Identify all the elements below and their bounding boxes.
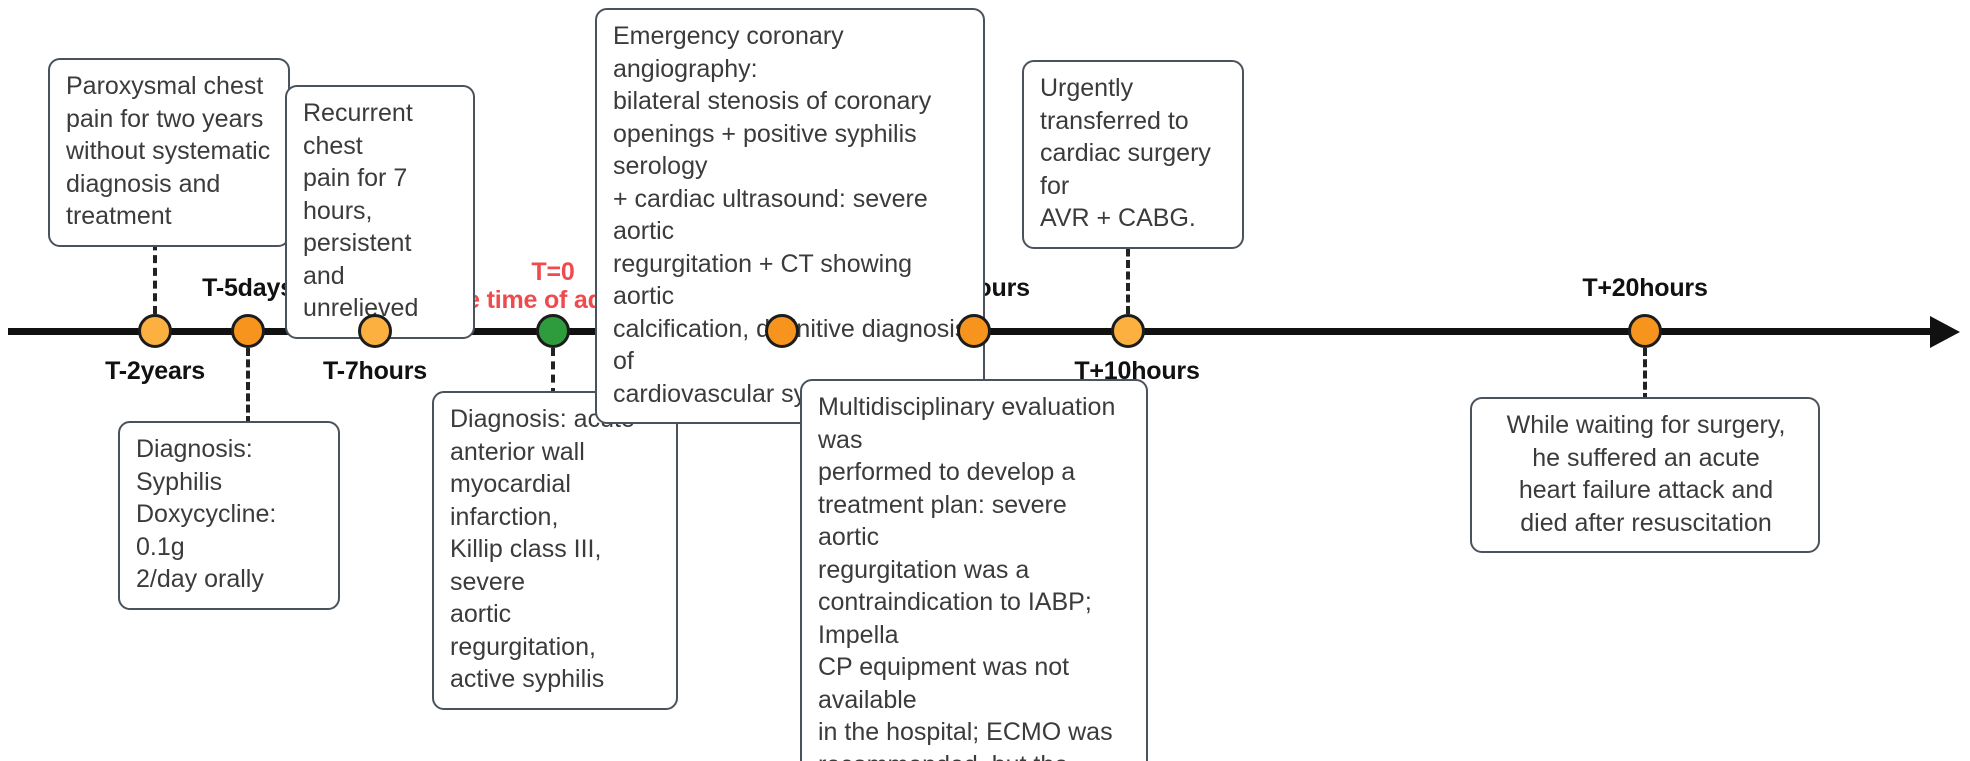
node-t-minus-7hours[interactable] bbox=[358, 314, 392, 348]
callout-t-minus-2years: Paroxysmal chest pain for two years with… bbox=[48, 58, 290, 247]
node-t-zero[interactable] bbox=[536, 314, 570, 348]
connector-t-plus-10hours bbox=[1126, 191, 1130, 314]
timeline-arrow-icon bbox=[1930, 316, 1960, 348]
time-label-t-plus-20hours: T+20hours bbox=[1582, 274, 1708, 302]
node-t-plus-10hours[interactable] bbox=[1111, 314, 1145, 348]
node-t-plus-20hours[interactable] bbox=[1628, 314, 1662, 348]
node-t-plus-7hours[interactable] bbox=[957, 314, 991, 348]
connector-t-minus-2years bbox=[153, 217, 157, 314]
callout-t-plus-7hours: Multidisciplinary evaluation was perform… bbox=[800, 379, 1148, 761]
node-t-minus-2years[interactable] bbox=[138, 314, 172, 348]
node-t-minus-5days[interactable] bbox=[231, 314, 265, 348]
connector-t-plus-20hours bbox=[1643, 348, 1647, 401]
time-label-t-minus-7hours: T-7hours bbox=[323, 357, 427, 385]
callout-t-minus-5days: Diagnosis: Syphilis Doxycycline: 0.1g 2/… bbox=[118, 421, 340, 610]
connector-t-zero bbox=[551, 348, 555, 396]
callout-t-zero: Diagnosis: acute anterior wall myocardia… bbox=[432, 391, 678, 710]
callout-t-plus-5hours: Emergency coronary angiography: bilatera… bbox=[595, 8, 985, 424]
time-label-t-minus-2years: T-2years bbox=[105, 357, 205, 385]
callout-t-plus-10hours: Urgently transferred to cardiac surgery … bbox=[1022, 60, 1244, 249]
time-label-t-zero-line1: T=0 bbox=[531, 258, 575, 286]
node-t-plus-5hours[interactable] bbox=[765, 314, 799, 348]
callout-t-plus-20hours: While waiting for surgery, he suffered a… bbox=[1470, 397, 1820, 553]
time-label-t-minus-5days: T-5days bbox=[202, 274, 294, 302]
connector-t-minus-5days bbox=[246, 348, 250, 424]
callout-t-minus-7hours: Recurrent chest pain for 7 hours, persis… bbox=[285, 85, 475, 339]
